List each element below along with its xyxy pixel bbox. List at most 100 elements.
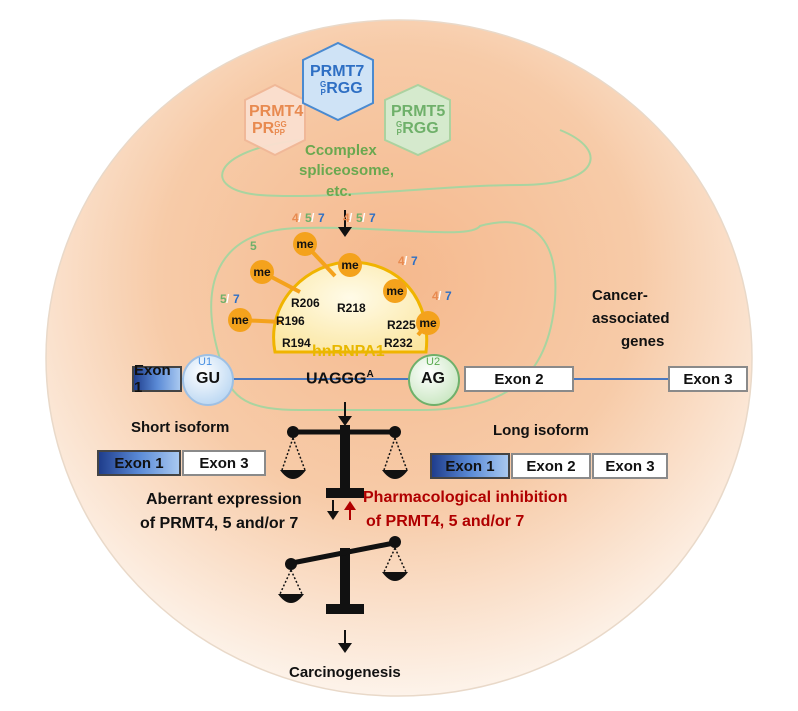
prmt5-hexagon <box>384 83 451 157</box>
enzyme-separator: / <box>311 211 315 225</box>
enzyme-number-4: 4 <box>343 211 350 225</box>
complex-text-line3: etc. <box>326 183 352 200</box>
exon1-top: Exon 1 <box>132 362 182 396</box>
balanced-scale <box>280 425 408 498</box>
pharma-line1: Pharmacological inhibition <box>363 489 568 506</box>
exon3-top: Exon 3 <box>668 366 748 392</box>
prmt5-motif-p: P <box>396 127 402 137</box>
short-isoform-label: Short isoform <box>131 419 230 436</box>
enzyme-separator: / <box>226 292 230 306</box>
prmt5-motif-main: RGG <box>402 120 439 137</box>
prmt5-motif: G P RGG <box>396 120 439 138</box>
enzyme-number-5: 5 <box>356 211 363 225</box>
prmt5-motif-g: G <box>396 119 403 129</box>
complex-text-line2: spliceosome, <box>299 162 395 179</box>
enzyme-separator: / <box>438 289 442 303</box>
long-isoform-label: Long isoform <box>493 422 589 439</box>
enzyme-separator: / <box>362 211 366 225</box>
arrowhead-carcinogenesis <box>338 643 352 653</box>
short-exon1: Exon 1 <box>97 450 181 476</box>
enzyme-number-7: 7 <box>318 211 325 225</box>
aberrant-line2: of PRMT4, 5 and/or 7 <box>140 515 299 532</box>
enzyme-number-4: 4 <box>432 289 439 303</box>
prmt7-motif: G P RGG <box>320 80 363 98</box>
enzyme-number-7: 7 <box>369 211 376 225</box>
methyl-mark <box>338 253 362 277</box>
short-exon3: Exon 3 <box>182 450 266 476</box>
tilted-scale <box>278 536 408 614</box>
prmt4-motif: PR GG PP <box>252 120 287 138</box>
cancer-label-line1: Cancer- <box>592 287 648 304</box>
enzyme-separator: / <box>349 211 353 225</box>
residue-r232: R232 <box>384 336 413 350</box>
prmt7-name: PRMT7 <box>310 63 365 80</box>
prmt7-hexagon <box>302 41 374 122</box>
residue-r194: R194 <box>282 336 311 350</box>
aberrant-line1: Aberrant expression <box>146 491 302 508</box>
methyl-mark <box>293 232 317 256</box>
rna-loop-lower <box>210 221 557 411</box>
enzyme-number-7: 7 <box>233 292 240 306</box>
prmt5-name: PRMT5 <box>391 103 446 120</box>
arrowhead-scale <box>338 416 352 426</box>
residue-r225: R225 <box>387 318 416 332</box>
complex-text-line1: Ccomplex <box>305 142 377 159</box>
methyl-label: me <box>341 258 359 272</box>
cell-background <box>45 19 753 697</box>
enzyme-number-5: 5 <box>220 292 227 306</box>
prmt4-hexagon <box>244 83 306 157</box>
methyl-mark <box>228 308 252 332</box>
methyl-mark <box>383 279 407 303</box>
prmt4-motif-main: PR <box>252 120 275 137</box>
down-arrowhead <box>327 511 339 520</box>
enzyme-number-5: 5 <box>250 239 257 253</box>
prmt7-motif-p: P <box>320 87 326 97</box>
residue-r218: R218 <box>337 301 366 315</box>
methyl-mark <box>250 260 274 284</box>
methyl-mark <box>416 311 440 335</box>
gu-label: GU <box>196 370 220 387</box>
enzyme-number-7: 7 <box>411 254 418 268</box>
enzyme-number-7: 7 <box>445 289 452 303</box>
exon2-top: Exon 2 <box>464 366 574 392</box>
long-exon3: Exon 3 <box>592 453 668 479</box>
methyl-label: me <box>386 284 404 298</box>
sequence-main: UAGGG <box>306 370 367 388</box>
long-exon1: Exon 1 <box>430 453 510 479</box>
enzyme-separator: / <box>404 254 408 268</box>
cancer-label-line2: associated <box>592 310 670 327</box>
u1-snrnp <box>182 354 234 406</box>
prmt4-motif-sub: PP <box>274 127 285 137</box>
prmt4-motif-sup: GG <box>274 119 287 129</box>
long-exon2: Exon 2 <box>511 453 591 479</box>
pharma-line2: of PRMT4, 5 and/or 7 <box>366 513 525 530</box>
ag-label: AG <box>421 370 445 387</box>
residue-r206: R206 <box>291 296 320 310</box>
residue-r196: R196 <box>276 314 305 328</box>
arrowhead-complex <box>338 227 352 237</box>
rna-loop-upper <box>221 129 592 197</box>
prmt7-motif-g: G <box>320 79 327 89</box>
enzyme-separator: / <box>298 211 302 225</box>
u1-label: U1 <box>198 356 213 368</box>
enzyme-number-5: 5 <box>305 211 312 225</box>
methyl-label: me <box>231 313 249 327</box>
u2-snrnp <box>408 354 460 406</box>
prmt4-name: PRMT4 <box>249 103 304 120</box>
enzyme-number-4: 4 <box>292 211 299 225</box>
sequence-label: UAGGGA <box>306 369 374 388</box>
methyl-label: me <box>419 316 437 330</box>
up-arrowhead <box>344 501 356 510</box>
enzyme-number-4: 4 <box>398 254 405 268</box>
methyl-label: me <box>296 237 314 251</box>
sequence-tail: A <box>366 369 374 380</box>
carcinogenesis-label: Carcinogenesis <box>289 664 401 681</box>
cancer-label-line3: genes <box>621 333 665 350</box>
methyl-label: me <box>253 265 271 279</box>
hnrnpa1-label: hnRNPA1 <box>312 343 385 360</box>
prmt7-motif-main: RGG <box>326 80 363 97</box>
u2-label: U2 <box>426 356 441 368</box>
